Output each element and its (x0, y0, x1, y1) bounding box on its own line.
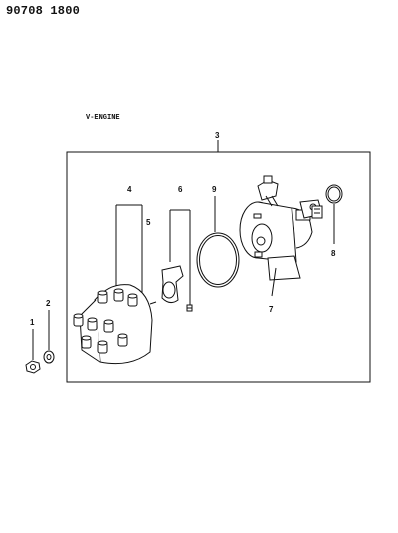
callout-5: 5 (146, 218, 151, 227)
callout-7-leader (271, 267, 277, 297)
rotor-part (161, 265, 184, 304)
washer-part (43, 350, 55, 364)
callout-6: 6 (178, 185, 183, 194)
small-o-ring-inner (327, 186, 341, 202)
engine-type-label: V-ENGINE (86, 114, 120, 122)
callout-8: 8 (331, 249, 336, 258)
callout-2: 2 (46, 299, 51, 308)
callout-7: 7 (269, 305, 274, 314)
distributor-housing-part (239, 175, 323, 281)
callout-9: 9 (212, 185, 217, 194)
callout-4: 4 (127, 185, 132, 194)
gasket-ring-part (196, 232, 240, 288)
diagram-part-number: 90708 1800 (6, 4, 81, 18)
small-o-ring-part (325, 184, 343, 204)
callout-1: 1 (30, 318, 35, 327)
screw-part (186, 304, 193, 312)
callout-3: 3 (215, 131, 220, 140)
nut-part (25, 360, 41, 374)
gasket-ring-inner (199, 235, 237, 285)
distributor-cap-part (73, 284, 157, 365)
